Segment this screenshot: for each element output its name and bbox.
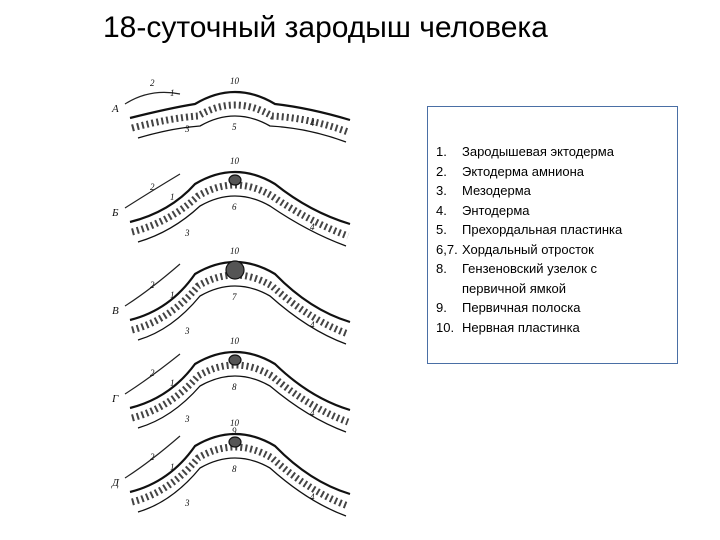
embryo-section <box>124 260 351 345</box>
ectoderm-layer <box>129 432 351 496</box>
amnion-line <box>124 353 181 395</box>
callout-label-inner: 7 <box>232 292 237 302</box>
embryo-sections-svg: 2110345А2110346Б2110347В2110348Г21103489… <box>111 76 351 517</box>
legend-item: 3.Мезодерма <box>436 183 531 198</box>
callout-label-2: 2 <box>150 78 155 88</box>
callout-label-10: 10 <box>230 418 240 428</box>
callout-label-10: 10 <box>230 156 240 166</box>
callout-label-3: 3 <box>184 124 190 134</box>
callout-label-4: 4 <box>310 222 315 232</box>
callout-label-1: 1 <box>170 88 175 98</box>
ectoderm-layer <box>129 170 351 226</box>
callout-label-4: 4 <box>310 118 315 128</box>
embryo-section <box>124 170 351 247</box>
embryo-section <box>124 90 351 143</box>
embryo-section <box>124 350 351 433</box>
legend-box: 1.Зародышевая эктодерма 2.Эктодерма амни… <box>427 106 678 364</box>
mesoderm-layer <box>131 361 350 426</box>
legend-item: 8.Гензеновский узелок с <box>436 261 597 276</box>
mesoderm-layer <box>131 443 350 510</box>
callout-label-4: 4 <box>310 492 315 502</box>
callout-label-1: 1 <box>170 462 175 472</box>
callout-label-10: 10 <box>230 336 240 346</box>
stage-letter: А <box>111 103 119 115</box>
callout-label-2: 2 <box>150 368 155 378</box>
legend-list: 1.Зародышевая эктодерма 2.Эктодерма амни… <box>436 142 673 337</box>
amnion-line <box>124 263 181 307</box>
callout-label-3: 3 <box>184 326 190 336</box>
stage-letter: Д <box>111 477 120 489</box>
slide-title: 18-суточный зародыш человека <box>103 11 548 44</box>
legend-item: 9.Первичная полоска <box>436 300 581 315</box>
callout-label-inner: 8 <box>232 464 237 474</box>
callout-label-2: 2 <box>150 452 155 462</box>
callout-label-2: 2 <box>150 280 155 290</box>
endoderm-layer <box>137 115 347 143</box>
amnion-line <box>124 173 181 209</box>
endoderm-layer <box>137 375 347 433</box>
embryo-section <box>124 432 351 517</box>
callout-label-4: 4 <box>310 408 315 418</box>
callout-label-inner: 6 <box>232 202 237 212</box>
stage-letter: Б <box>111 207 119 219</box>
amnion-line <box>124 91 181 105</box>
legend-item: 1.Зародышевая эктодерма <box>436 144 614 159</box>
hensen-node <box>228 354 242 366</box>
stage-letter: Г <box>111 393 119 405</box>
callout-label-2: 2 <box>150 182 155 192</box>
stage-letter: В <box>112 305 119 317</box>
hensen-node <box>228 436 242 448</box>
callout-label-10: 10 <box>230 246 240 256</box>
callout-label-1: 1 <box>170 192 175 202</box>
legend-item-continuation: первичной ямкой <box>462 280 567 296</box>
callout-label-9: 9 <box>232 426 237 436</box>
mesoderm-layer <box>131 101 350 136</box>
callout-label-3: 3 <box>184 228 190 238</box>
callout-label-1: 1 <box>170 290 175 300</box>
callout-label-3: 3 <box>184 414 190 424</box>
endoderm-layer <box>137 457 347 517</box>
legend-item: 4.Энтодерма <box>436 202 530 218</box>
callout-label-1: 1 <box>170 378 175 388</box>
hensen-node <box>225 260 245 280</box>
callout-label-inner: 8 <box>232 382 237 392</box>
mesoderm-layer <box>131 271 350 338</box>
legend-item: 2.Эктодерма амниона <box>436 163 585 179</box>
callout-label-4: 4 <box>310 320 315 330</box>
legend-item: 6,7.Хордальный отросток <box>436 241 594 257</box>
mesoderm-layer <box>131 181 350 240</box>
endoderm-layer <box>137 285 347 345</box>
callout-label-inner: 5 <box>232 122 237 132</box>
ectoderm-layer <box>129 90 351 122</box>
callout-label-3: 3 <box>184 498 190 508</box>
legend-item: 10.Нервная пластинка <box>436 319 580 335</box>
endoderm-layer <box>137 195 347 247</box>
callout-label-10: 10 <box>230 76 240 86</box>
hensen-node <box>228 174 242 186</box>
ectoderm-layer <box>129 350 351 412</box>
legend-item: 5.Прехордальная пластинка <box>436 222 623 237</box>
amnion-line <box>124 435 181 479</box>
